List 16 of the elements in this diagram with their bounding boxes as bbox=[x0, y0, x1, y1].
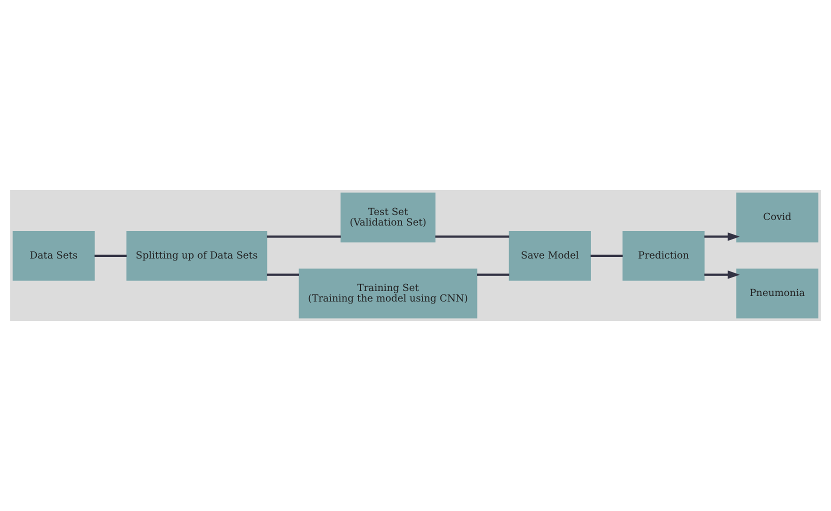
connector bbox=[435, 236, 510, 238]
connector bbox=[266, 274, 300, 276]
node-box: Covid bbox=[736, 192, 818, 242]
node-box: Save Model bbox=[508, 231, 591, 281]
connector bbox=[266, 236, 341, 238]
connector bbox=[590, 254, 623, 257]
arrow bbox=[704, 232, 740, 241]
connector bbox=[94, 254, 127, 257]
node-box: Data Sets bbox=[12, 231, 95, 281]
node-box: Splitting up of Data Sets bbox=[126, 231, 268, 281]
node-box: Training Set (Training the model using CNN) bbox=[298, 268, 478, 318]
connector bbox=[477, 274, 510, 276]
arrow bbox=[704, 270, 740, 279]
node-box: Prediction bbox=[622, 231, 705, 281]
node-box: Pneumonia bbox=[736, 268, 818, 318]
node-box: Test Set (Validation Set) bbox=[340, 192, 436, 242]
